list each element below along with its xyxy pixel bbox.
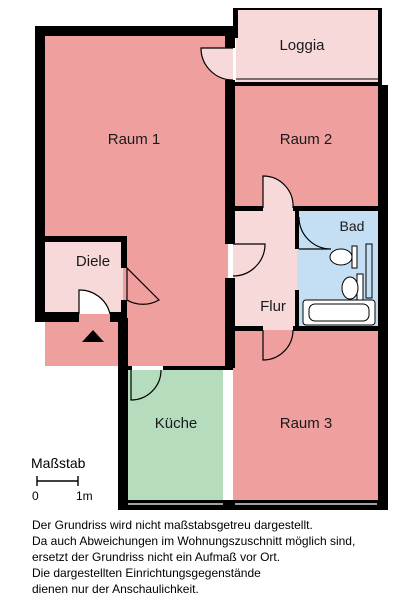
- disclaimer-line: dienen nur der Anschaulichkeit.: [32, 582, 199, 596]
- scale-start-label: 0: [32, 489, 39, 503]
- room-label-loggia: Loggia: [279, 37, 325, 54]
- door-entrance: [78, 289, 111, 315]
- disclaimer-line: Der Grundriss wird nicht maßstabsgetreu …: [32, 518, 313, 532]
- room-label-flur: Flur: [260, 298, 286, 315]
- interior-walls: [45, 8, 380, 370]
- door-swings: [78, 47, 332, 401]
- disclaimer-line: Die dargestellten Einrichtungsgegenständ…: [32, 566, 261, 580]
- door-raum1-kueche: [130, 369, 162, 401]
- room-label-kueche: Küche: [155, 415, 198, 432]
- disclaimer: Der Grundriss wird nicht maßstabsgetreu …: [32, 517, 404, 597]
- door-flur-raum3: [262, 329, 294, 361]
- shelf-icon: [365, 243, 373, 299]
- toilet-tank-icon: [351, 245, 358, 269]
- room-label-diele: Diele: [76, 253, 110, 270]
- room-label-raum3: Raum 3: [280, 415, 333, 432]
- loggia-fill: [236, 8, 378, 83]
- disclaimer-line: ersetzt der Grundriss nicht ein Aufmaß v…: [32, 550, 281, 564]
- door-raum1-loggia: [200, 47, 234, 81]
- entrance-arrow-icon: [82, 330, 104, 342]
- door-flur-raum2: [262, 175, 294, 209]
- raum3-fill: [233, 330, 378, 500]
- disclaimer-line: Da auch Abweichungen im Wohnungszuschnit…: [32, 534, 356, 548]
- scale-title: Maßstab: [31, 455, 86, 471]
- room-label-raum1: Raum 1: [108, 131, 161, 148]
- scale-end-label: 1m: [76, 489, 93, 503]
- exterior-walls: [35, 8, 388, 510]
- sink-icon: [341, 276, 359, 300]
- toilet-icon: [329, 248, 353, 266]
- bathroom-fixtures: [302, 243, 376, 326]
- door-flur-raum1: [232, 243, 266, 277]
- room-label-raum2: Raum 2: [280, 131, 333, 148]
- door-flur-bad: [298, 216, 332, 250]
- room-label-bad: Bad: [340, 218, 365, 234]
- scale-bar: [36, 476, 79, 486]
- raum2-fill: [233, 85, 378, 208]
- door-diele-raum1: [126, 266, 160, 305]
